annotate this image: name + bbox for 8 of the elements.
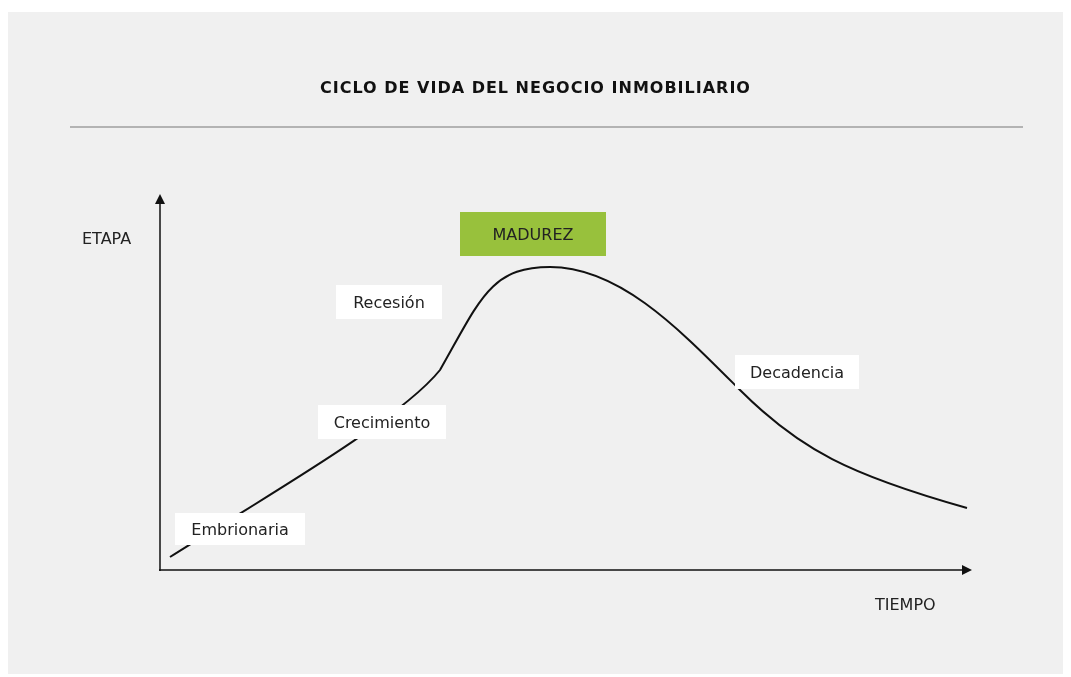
stage-label-box: Decadencia xyxy=(735,355,859,389)
stage-label-box: Embrionaria xyxy=(175,513,305,545)
stage-label-box: Recesión xyxy=(336,285,442,319)
stage-label-box: Crecimiento xyxy=(318,405,446,439)
axis-label: TIEMPO xyxy=(875,595,936,614)
stage-highlight-box: MADUREZ xyxy=(460,212,606,256)
axis-label: ETAPA xyxy=(82,229,132,248)
diagram-title: CICLO DE VIDA DEL NEGOCIO INMOBILIARIO xyxy=(319,78,752,97)
